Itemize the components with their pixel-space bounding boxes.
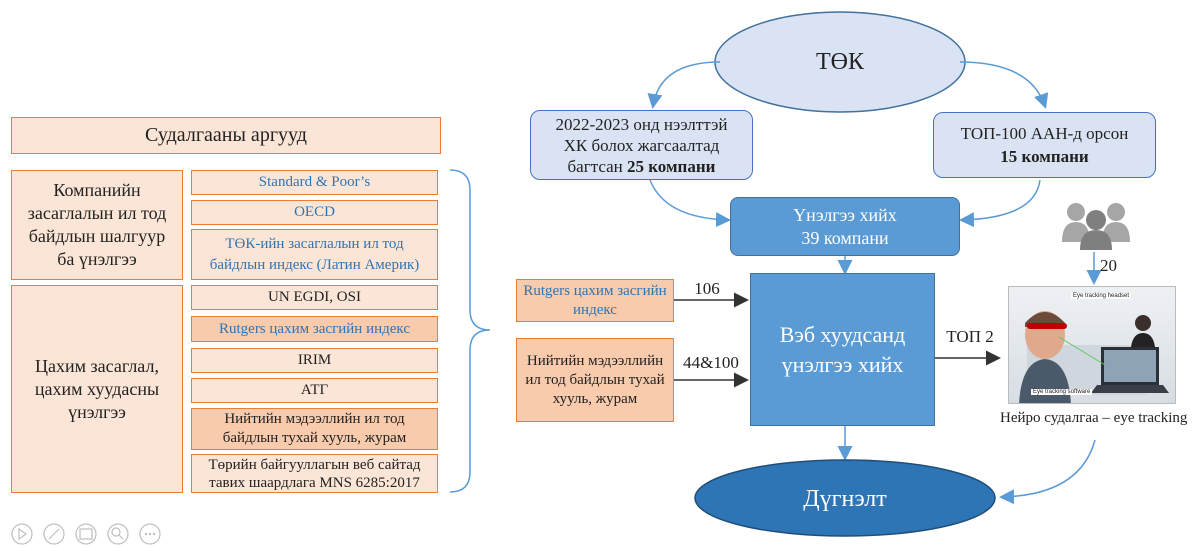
eye-tracking-illustration — [1019, 311, 1169, 403]
more-icon[interactable] — [139, 523, 161, 545]
conclusion-ellipse — [694, 459, 996, 537]
brace — [449, 169, 491, 493]
count-106: 106 — [694, 279, 720, 298]
conclusion-label: Дүгнэлт — [803, 485, 887, 512]
input-public-info-law: Нийтийн мэдээллийн ил тод байдлын тухай … — [516, 338, 674, 422]
box-web-evaluation: Вэб хуудсанд үнэлгээ хийх — [750, 273, 935, 426]
method-atg: АТГ — [191, 378, 438, 403]
method-irim: IRIM — [191, 348, 438, 373]
method-public-info-law: Нийтийн мэдээллийн ил тод байдлын тухай … — [191, 408, 438, 450]
people-icon — [1062, 203, 1130, 250]
method-oecd: OECD — [191, 200, 438, 225]
input-rutgers: Rutgers цахим засгийн индекс — [516, 279, 674, 322]
box-listed-companies: 2022-2023 онд нээлттэй ХК болох жагсаалт… — [530, 110, 753, 180]
method-latam-index: ТӨК-ийн засаглалын ил тод байдлын индекс… — [191, 229, 438, 280]
method-sp: Standard & Poor’s — [191, 170, 438, 195]
count-44-100: 44&100 — [683, 353, 739, 372]
photo-label-headset: Eye tracking headset — [1071, 293, 1132, 299]
group-corporate-governance: Компанийн засаглалын ил тод байдлын шалг… — [11, 170, 183, 280]
zoom-icon[interactable] — [107, 523, 129, 545]
method-mns-standard: Төрийн байгууллагын веб сайтад тавих шаа… — [191, 454, 438, 493]
play-icon[interactable] — [11, 523, 33, 545]
neuro-caption: Нейро судалгаа – eye tracking — [1000, 410, 1188, 426]
method-rutgers: Rutgers цахим засгийн индекс — [191, 316, 438, 342]
slideshow-toolbar — [6, 522, 206, 546]
group-e-governance: Цахим засаглал, цахим хуудасны үнэлгээ — [11, 285, 183, 493]
toolbar-icons — [11, 523, 161, 545]
box-evaluate-39: Үнэлгээ хийх 39 компани — [730, 197, 960, 256]
photo-label-software: Eye tracking software — [1031, 389, 1093, 395]
methods-title: Судалгааны аргууд — [11, 117, 441, 154]
method-un-egdi: UN EGDI, OSI — [191, 285, 438, 310]
top2-label: ТОП 2 — [946, 327, 994, 346]
slides-icon[interactable] — [75, 523, 97, 545]
pen-icon[interactable] — [43, 523, 65, 545]
box-top100-companies: ТОП-100 ААН-д орсон 15 компани — [933, 112, 1156, 178]
eye-tracking-photo: Eye tracking headset Eye tracking softwa… — [1008, 286, 1176, 404]
tok-label: ТӨК — [816, 48, 864, 75]
count-20: 20 — [1100, 256, 1117, 275]
